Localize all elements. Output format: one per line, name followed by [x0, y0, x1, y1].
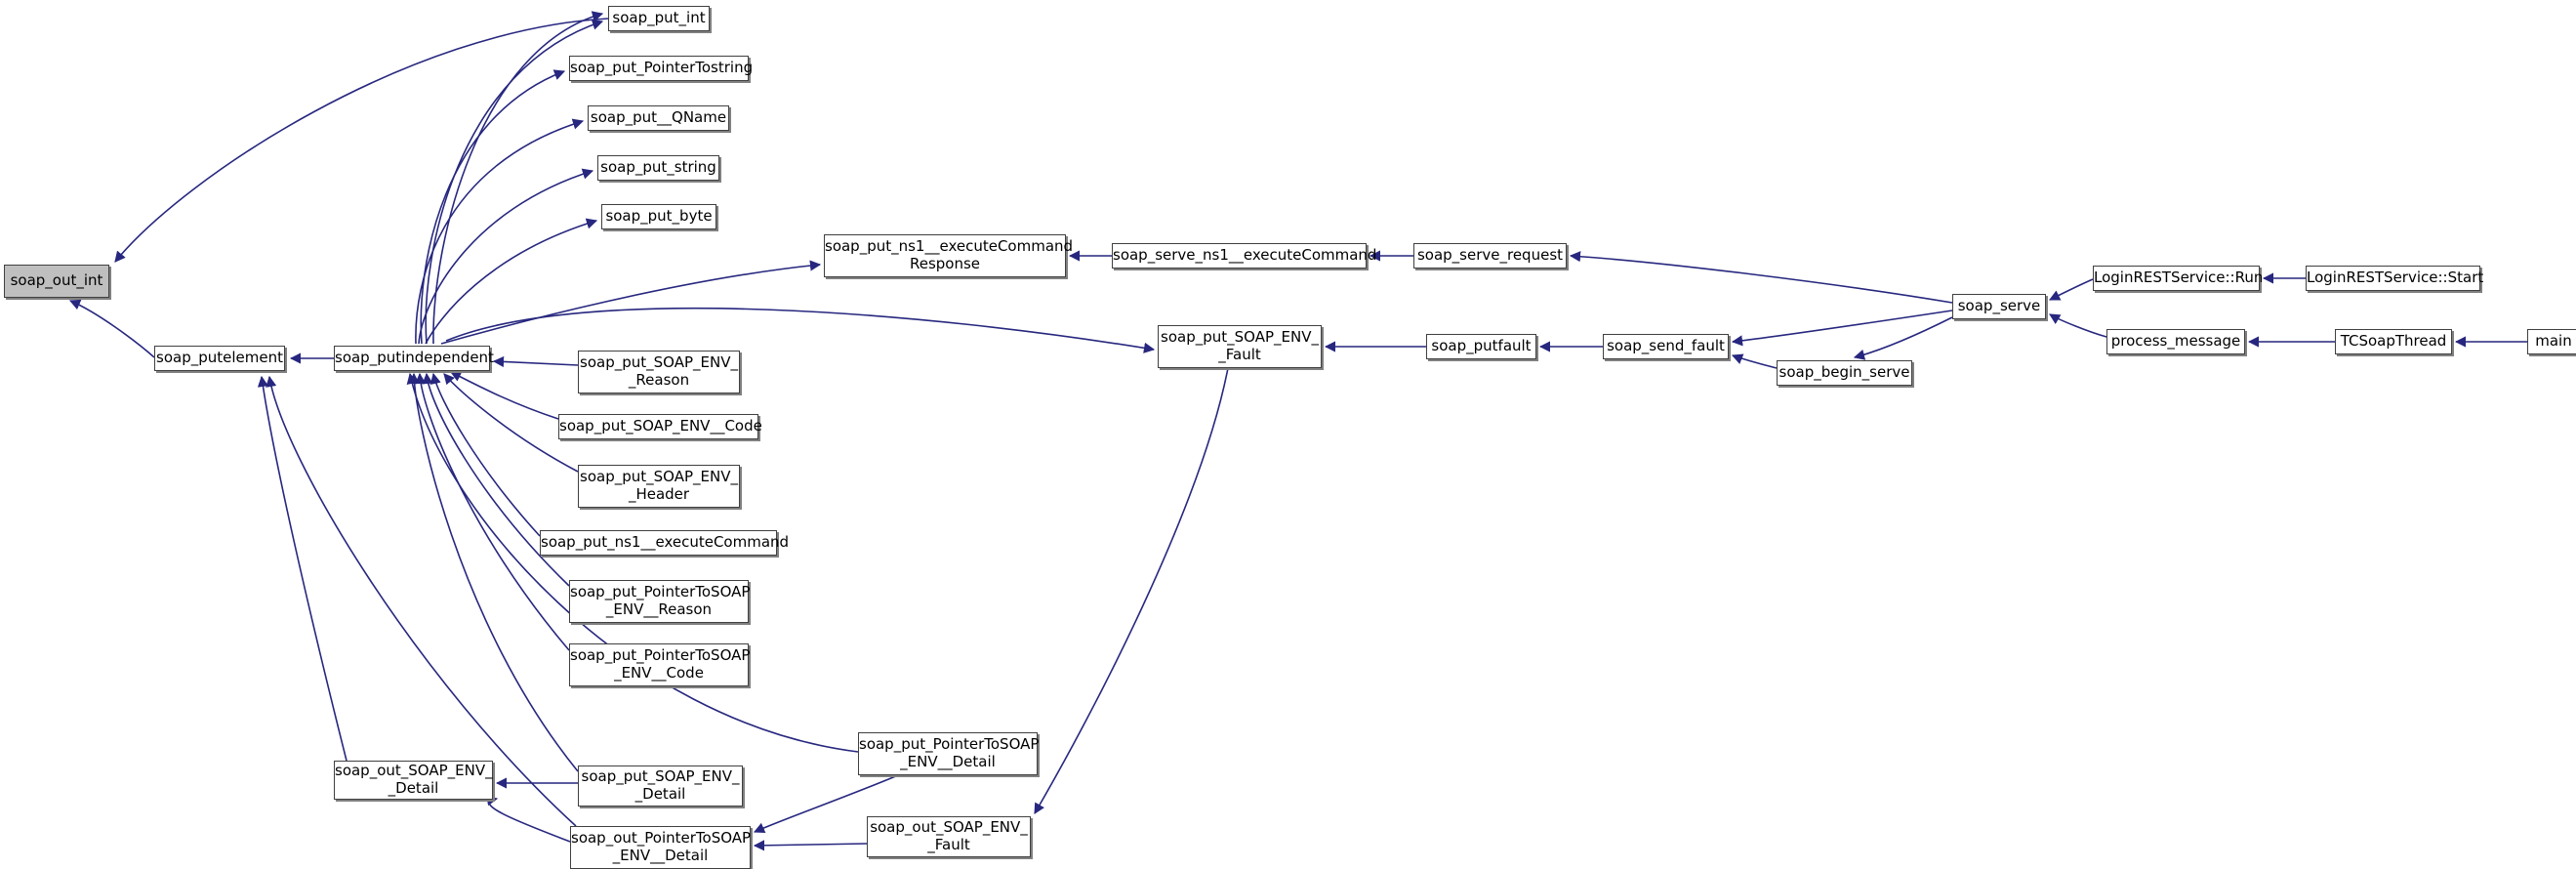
graph-node-label: soap_putindependent — [335, 349, 494, 367]
graph-node-label: soap_put__QName — [590, 108, 727, 127]
graph-node-label: soap_begin_serve — [1779, 363, 1910, 382]
graph-node-label: soap_out_SOAP_ENV_ _Detail — [335, 762, 493, 797]
call-edge — [415, 118, 585, 345]
graph-node-label: soap_put_PointerTostring — [570, 59, 754, 77]
call-edge — [753, 774, 899, 834]
call-edge — [1569, 251, 1953, 304]
graph-node-soap_put_SOAP_ENV__Code[interactable]: soap_put_SOAP_ENV__Code — [558, 414, 762, 439]
graph-node-soap_put_byte[interactable]: soap_put_byte — [601, 204, 716, 229]
graph-node-label: soap_put_SOAP_ENV_ _Reason — [580, 353, 738, 389]
graph-node-soap_out_SOAP_ENV__Detail[interactable]: soap_out_SOAP_ENV_ _Detail — [334, 761, 493, 800]
graph-node-label: soap_out_int — [10, 271, 103, 290]
graph-node-soap_serve[interactable]: soap_serve — [1952, 294, 2046, 319]
call-edge — [1731, 310, 1953, 347]
graph-node-label: LoginRESTService::Run — [2094, 269, 2264, 287]
call-edge — [486, 795, 571, 843]
graph-node-label: soap_put_SOAP_ENV_ _Detail — [581, 767, 740, 803]
graph-node-soap_put_SOAP_ENV__Detail[interactable]: soap_put_SOAP_ENV_ _Detail — [578, 766, 743, 807]
graph-node-soap_put_int[interactable]: soap_put_int — [608, 6, 710, 31]
graph-node-label: soap_put_PointerToSOAP _ENV__Detail — [859, 735, 1040, 770]
graph-node-soap_out_int[interactable]: soap_out_int — [4, 265, 109, 298]
graph-node-label: soap_putelement — [156, 349, 283, 367]
graph-node-soap_begin_serve[interactable]: soap_begin_serve — [1777, 360, 1912, 386]
call-edge — [2049, 313, 2107, 338]
graph-node-LoginRESTService__Start[interactable]: LoginRESTService::Start — [2306, 266, 2484, 291]
graph-node-label: soap_put_ns1__executeCommand Response — [825, 237, 1074, 272]
graph-node-label: soap_out_SOAP_ENV_ _Fault — [870, 818, 1028, 853]
graph-node-soap_put_SOAP_ENV__Fault[interactable]: soap_put_SOAP_ENV_ _Fault — [1158, 325, 1322, 368]
call-edge — [425, 19, 604, 345]
call-edge — [418, 168, 594, 345]
call-edge — [2048, 278, 2094, 301]
call-edge — [266, 375, 577, 827]
call-edge — [1034, 367, 1229, 814]
graph-node-label: soap_put_ns1__executeCommand — [541, 533, 790, 552]
graph-node-label: soap_put_SOAP_ENV_ _Fault — [1161, 328, 1319, 363]
graph-node-label: LoginRESTService::Start — [2307, 269, 2484, 287]
graph-node-soap_put_string[interactable]: soap_put_string — [597, 155, 719, 181]
graph-node-label: TCSoapThread — [2340, 332, 2447, 351]
call-edge — [422, 372, 570, 587]
graph-node-soap_put_PointerToSOAP_ENV__Detail[interactable]: soap_put_PointerToSOAP _ENV__Detail — [858, 732, 1040, 775]
call-edge — [449, 371, 559, 420]
graph-node-soap_putindependent[interactable]: soap_putindependent — [334, 346, 494, 371]
graph-node-label: soap_putfault — [1431, 337, 1532, 355]
graph-node-TCSoapThread[interactable]: TCSoapThread — [2335, 329, 2452, 354]
graph-node-soap_put_SOAP_ENV__Header[interactable]: soap_put_SOAP_ENV_ _Header — [578, 465, 740, 508]
graph-node-label: soap_send_fault — [1607, 337, 1725, 355]
graph-node-label: soap_out_PointerToSOAP _ENV__Detail — [571, 829, 752, 864]
call-edge — [1853, 316, 1953, 360]
graph-node-label: main — [2535, 332, 2572, 351]
call-edge — [420, 69, 566, 345]
graph-node-soap_putfault[interactable]: soap_putfault — [1426, 334, 1536, 359]
graph-node-label: soap_put_int — [612, 9, 706, 27]
graph-node-soap_put_PointerToSOAP_ENV__Reason[interactable]: soap_put_PointerToSOAP _ENV__Reason — [569, 580, 751, 623]
call-edge — [440, 260, 822, 345]
call-edge — [114, 18, 609, 263]
graph-node-label: process_message — [2110, 332, 2241, 351]
graph-node-label: soap_put_PointerToSOAP _ENV__Code — [570, 646, 751, 682]
graph-node-label: soap_serve — [1957, 297, 2041, 315]
call-edge — [68, 299, 155, 358]
graph-node-soap_put_PointerToSOAP_ENV__Code[interactable]: soap_put_PointerToSOAP _ENV__Code — [569, 643, 751, 686]
call-edge — [445, 307, 1156, 353]
graph-node-main[interactable]: main — [2527, 329, 2576, 354]
graph-node-label: soap_put_SOAP_ENV_ _Header — [580, 468, 738, 503]
graph-node-label: soap_put_PointerToSOAP _ENV__Reason — [570, 583, 751, 618]
call-edge — [425, 218, 598, 345]
call-edge — [408, 372, 579, 772]
call-edge — [753, 840, 868, 851]
call-edge — [406, 372, 859, 753]
graph-node-process_message[interactable]: process_message — [2106, 329, 2245, 354]
call-edge — [443, 373, 579, 473]
graph-node-soap_serve_request[interactable]: soap_serve_request — [1413, 243, 1567, 269]
graph-node-LoginRESTService__Run[interactable]: LoginRESTService::Run — [2093, 266, 2264, 291]
graph-node-label: soap_serve_request — [1416, 246, 1564, 265]
graph-node-soap_put_PointerTostring[interactable]: soap_put_PointerTostring — [569, 56, 754, 81]
graph-node-soap_put__QName[interactable]: soap_put__QName — [588, 105, 729, 131]
call-edge — [257, 375, 348, 762]
call-edge — [492, 355, 579, 368]
call-edge — [1731, 353, 1778, 369]
graph-node-soap_put_ns1__executeCommandResponse[interactable]: soap_put_ns1__executeCommand Response — [824, 234, 1074, 277]
graph-node-soap_send_fault[interactable]: soap_send_fault — [1603, 334, 1729, 359]
graph-node-soap_out_PointerToSOAP_ENV__Detail[interactable]: soap_out_PointerToSOAP _ENV__Detail — [570, 826, 751, 869]
call-edge — [429, 372, 541, 537]
graph-node-label: soap_put_byte — [605, 207, 713, 226]
graph-node-soap_out_SOAP_ENV__Fault[interactable]: soap_out_SOAP_ENV_ _Fault — [867, 816, 1031, 857]
graph-node-soap_put_SOAP_ENV__Reason[interactable]: soap_put_SOAP_ENV_ _Reason — [578, 351, 740, 393]
graph-node-label: soap_serve_ns1__executeCommand — [1113, 246, 1377, 265]
graph-node-label: soap_put_string — [600, 158, 716, 177]
graph-node-soap_put_ns1__executeCommand[interactable]: soap_put_ns1__executeCommand — [540, 530, 790, 556]
graph-node-soap_putelement[interactable]: soap_putelement — [154, 346, 285, 371]
graph-node-soap_serve_ns1__executeCommand[interactable]: soap_serve_ns1__executeCommand — [1112, 243, 1377, 269]
graph-node-label: soap_put_SOAP_ENV__Code — [559, 417, 762, 435]
call-edge — [432, 11, 604, 345]
